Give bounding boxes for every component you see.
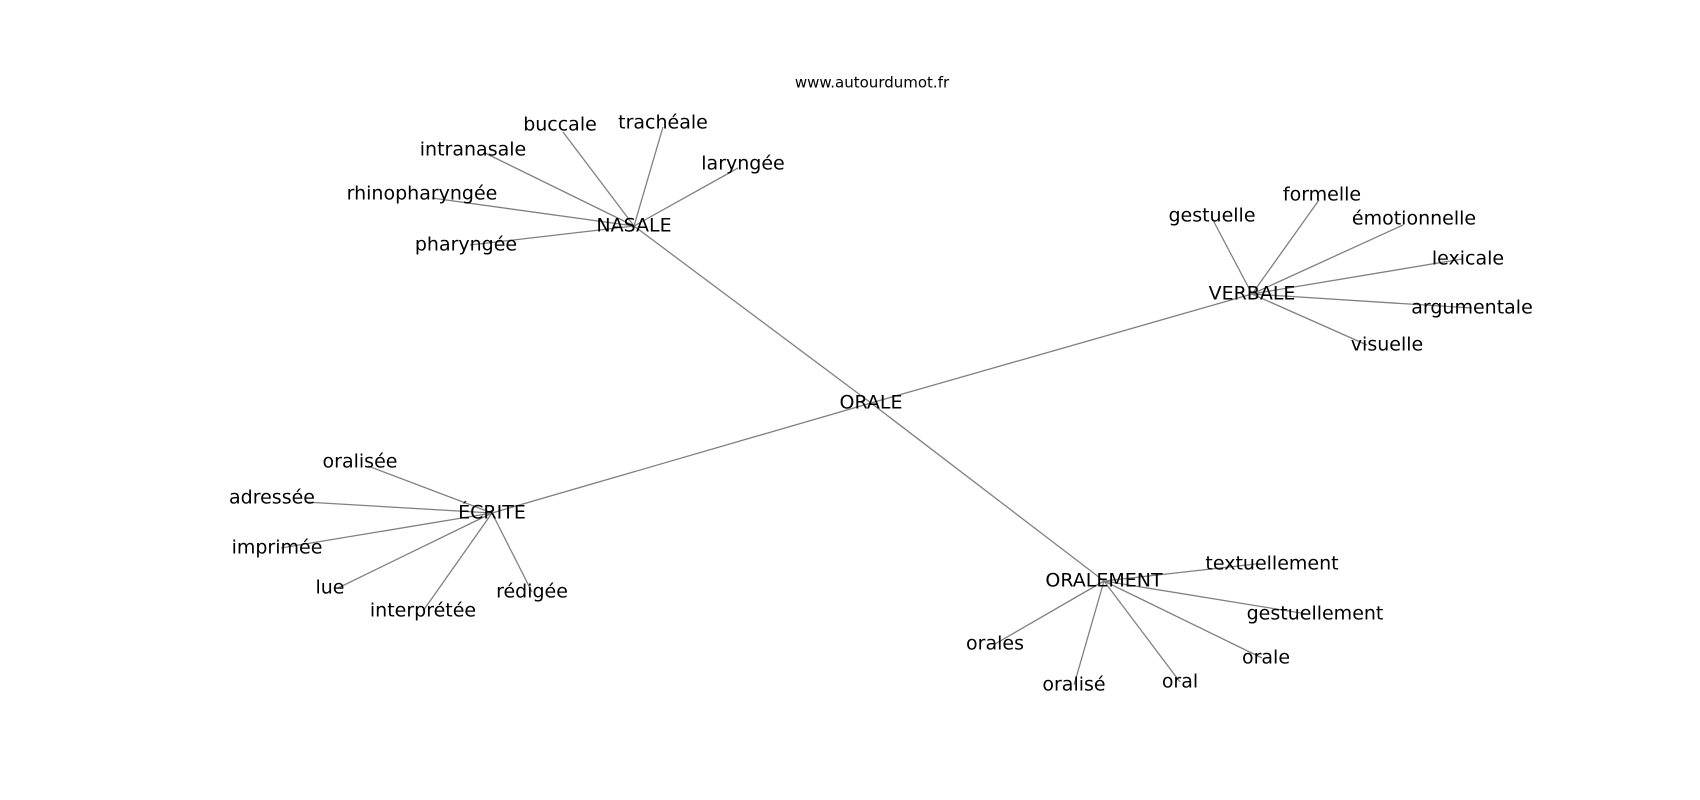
edges (280, 126, 1473, 686)
edge-hub-leaf (1251, 258, 1463, 295)
edge-hub-leaf (994, 580, 1105, 645)
leaf-node-label: trachéale (618, 112, 708, 134)
leaf-node-label: rédigée (496, 581, 568, 603)
edge-hub-leaf (431, 197, 635, 227)
edge-hub-leaf (1103, 580, 1181, 683)
leaf-node-label: orales (966, 633, 1024, 655)
hub-node-label: ORALEMENT (1045, 570, 1163, 592)
leaf-node-label: visuelle (1351, 334, 1423, 356)
leaf-node-label: pharyngée (415, 234, 517, 256)
hub-node-label: ÉCRITE (458, 501, 526, 524)
leaf-node-label: rhinopharyngée (347, 183, 498, 205)
edge-hub-leaf (484, 152, 635, 227)
edge-center-hub (870, 293, 1253, 404)
hub-node-label: VERBALE (1209, 283, 1296, 305)
leaf-node-label: oralisée (323, 451, 398, 473)
leaf-node-label: argumentale (1411, 297, 1533, 319)
edge-hub-leaf (1213, 221, 1253, 295)
edge-hub-leaf (1251, 224, 1404, 295)
leaf-node-label: textuellement (1205, 553, 1338, 575)
edge-hub-leaf (422, 512, 493, 612)
hub-node-label: NASALE (596, 215, 671, 237)
edge-hub-leaf (633, 167, 739, 227)
edge-hub-leaf (562, 131, 635, 227)
leaf-node-label: interprétée (370, 600, 476, 622)
leaf-node-label: intranasale (420, 139, 526, 161)
leaf-node-label: laryngée (701, 153, 784, 175)
edge-hub-leaf (491, 512, 533, 593)
source-label: www.autourdumot.fr (795, 74, 950, 92)
edge-hub-leaf (633, 126, 664, 227)
node-labels: ORALE NASALE buccale trachéale intranasale la… (229, 112, 1533, 696)
edge-hub-leaf (1103, 580, 1308, 615)
edge-hub-leaf (469, 225, 635, 246)
edge-center-hub (491, 402, 872, 514)
leaf-node-label: émotionnelle (1352, 208, 1476, 230)
edge-hub-leaf (367, 465, 493, 514)
leaf-node-label: oral (1162, 671, 1198, 693)
center-node-label: ORALE (840, 392, 903, 414)
leaf-node-label: adressée (229, 487, 315, 509)
leaf-node-label: imprimée (232, 537, 323, 559)
edge-hub-leaf (304, 501, 493, 514)
edge-hub-leaf (1251, 293, 1473, 309)
edge-hub-leaf (1103, 580, 1263, 659)
leaf-node-label: lue (315, 577, 344, 599)
edge-hub-leaf (1073, 580, 1105, 686)
leaf-node-label: gestuellement (1247, 603, 1384, 625)
edge-hub-leaf (280, 512, 493, 549)
leaf-node-label: gestuelle (1168, 205, 1255, 227)
leaf-node-label: lexicale (1432, 248, 1504, 270)
leaf-node-label: buccale (523, 114, 597, 136)
edge-hub-leaf (337, 512, 493, 589)
edge-center-hub (633, 225, 872, 404)
leaf-node-label: oralisé (1042, 674, 1105, 696)
edge-hub-leaf (1251, 199, 1320, 295)
edge-hub-leaf (1251, 293, 1368, 346)
edge-hub-leaf (1103, 563, 1257, 582)
edge-center-hub (870, 402, 1105, 582)
leaf-node-label: formelle (1283, 184, 1361, 206)
leaf-node-label: orale (1242, 647, 1290, 669)
